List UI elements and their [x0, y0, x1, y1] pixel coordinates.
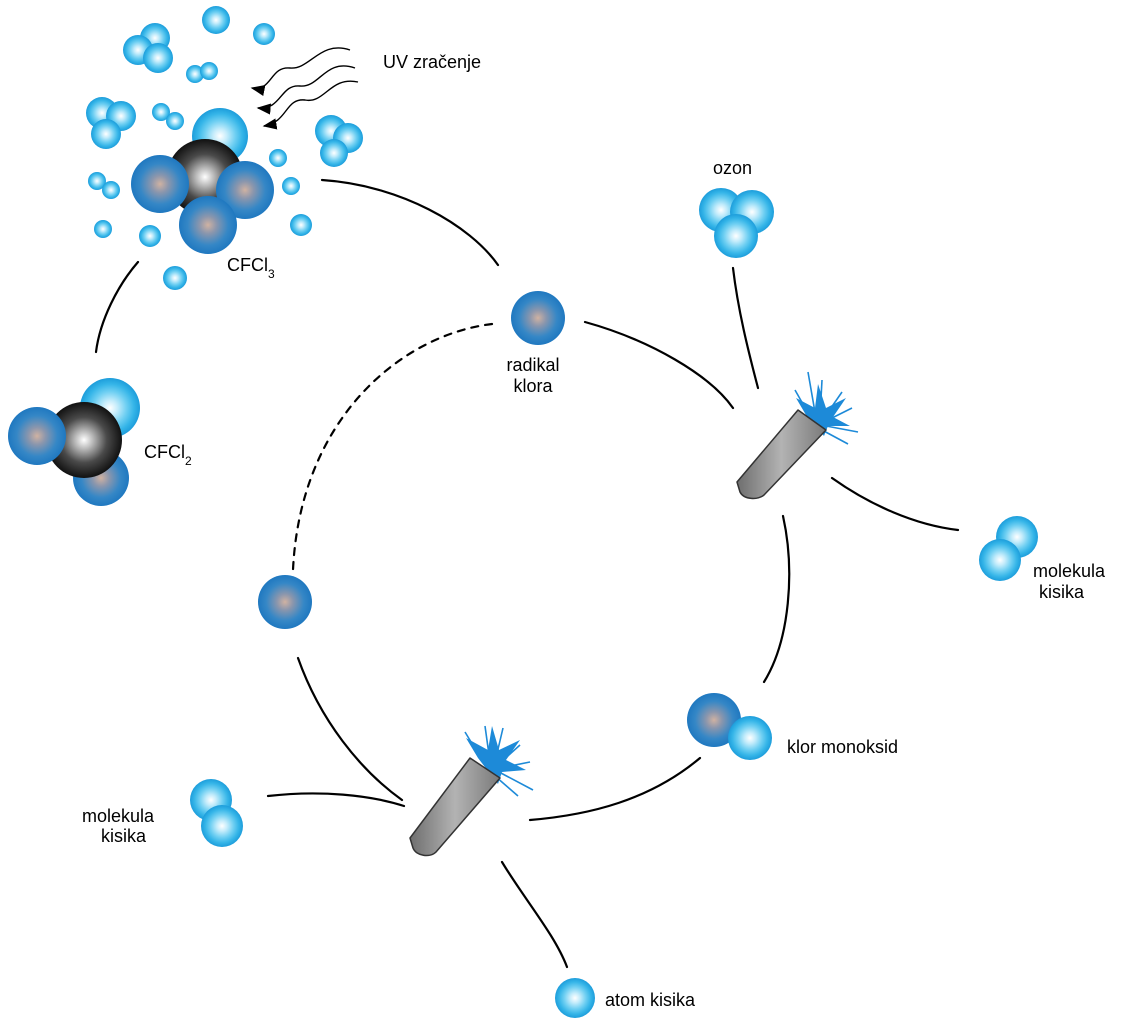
uv-radiation-arrows [250, 47, 359, 130]
label-oxygen-molecule-right-line2: kisika [1039, 582, 1085, 602]
label-cfcl3: CFCl3 [227, 255, 275, 281]
label-cfcl3-subscript: 3 [268, 267, 275, 281]
label-ozone: ozon [713, 158, 752, 178]
line-reaction1-to-oxygen [830, 476, 960, 532]
label-oxygen-molecule-left-line2: kisika [101, 826, 147, 846]
cfcl2-molecule [8, 378, 140, 506]
reaction-flash-2 [409, 725, 534, 857]
oxygen-molecule-left [190, 779, 243, 847]
label-cfcl2-subscript: 2 [185, 454, 192, 468]
line-radical-to-reaction1 [583, 320, 735, 410]
line-cfcl3-to-radical [320, 178, 500, 267]
line-clo-to-reaction2 [528, 756, 702, 822]
ozone-molecule [699, 188, 774, 258]
scattered-atoms [86, 6, 363, 290]
line-oxygen-left-to-reaction2 [266, 792, 406, 808]
reaction-flash-1 [736, 371, 859, 500]
chlorine-monoxide-molecule [687, 693, 772, 760]
oxygen-molecule-right [979, 516, 1038, 581]
cycle-lines [94, 178, 960, 969]
label-uv-radiation: UV zračenje [383, 52, 481, 72]
cfcl3-molecule [131, 108, 274, 254]
label-radical-line1: radikal [506, 355, 559, 375]
line-dashed-return [291, 322, 494, 572]
label-oxygen-atom: atom kisika [605, 990, 696, 1010]
label-oxygen-molecule-left-line1: molekula [82, 806, 155, 826]
line-radical2-to-reaction2 [296, 656, 404, 802]
label-cfcl3-main: CFCl [227, 255, 268, 275]
oxygen-atom [555, 978, 595, 1018]
label-cfcl2: CFCl2 [144, 442, 192, 468]
label-cfcl2-main: CFCl [144, 442, 185, 462]
label-oxygen-molecule-right-line1: molekula [1033, 561, 1106, 581]
chlorine-radical [511, 291, 565, 345]
label-radical-line2: klora [513, 376, 553, 396]
line-reaction1-to-clo [762, 514, 791, 684]
line-cfcl3-to-cfcl2 [94, 260, 140, 354]
line-reaction2-to-atom [500, 860, 569, 969]
chlorine-radical-regenerated [258, 575, 312, 629]
line-ozone-to-reaction1 [731, 266, 760, 390]
label-chlorine-monoxide: klor monoksid [787, 737, 898, 757]
